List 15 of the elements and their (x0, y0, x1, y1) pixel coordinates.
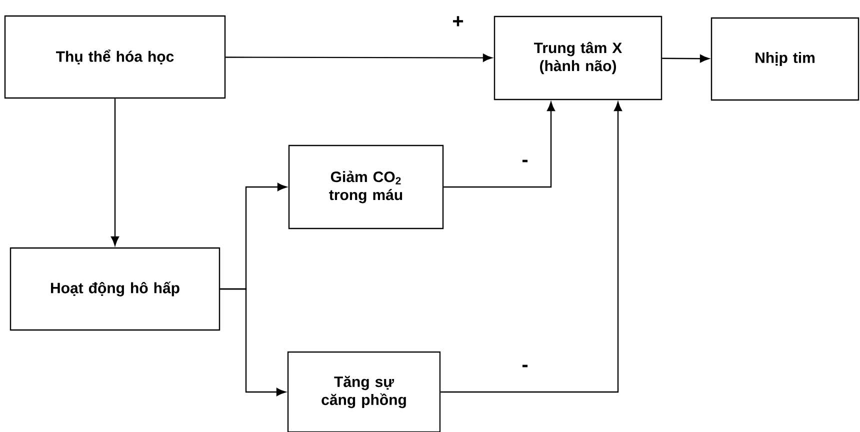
edge-label: - (520, 364, 530, 372)
edge-label: - (520, 158, 530, 168)
process-box: Trung tâm X (hành não) (494, 16, 662, 100)
arrow (220, 288, 286, 396)
arrow (662, 54, 710, 63)
process-box: Tăng sự căng phồng (287, 351, 441, 432)
edge-label: + (451, 15, 465, 29)
process-box: Nhịp tim (710, 17, 860, 101)
arrow (440, 102, 622, 393)
process-box: Hoạt động hô hấp (10, 247, 220, 331)
arrow (111, 98, 119, 246)
process-box: Giảm CO$_{2}$ trong máu (288, 144, 444, 230)
process-box: Thụ thể hóa học (4, 15, 226, 99)
arrow (226, 54, 492, 62)
arrow (444, 102, 555, 188)
